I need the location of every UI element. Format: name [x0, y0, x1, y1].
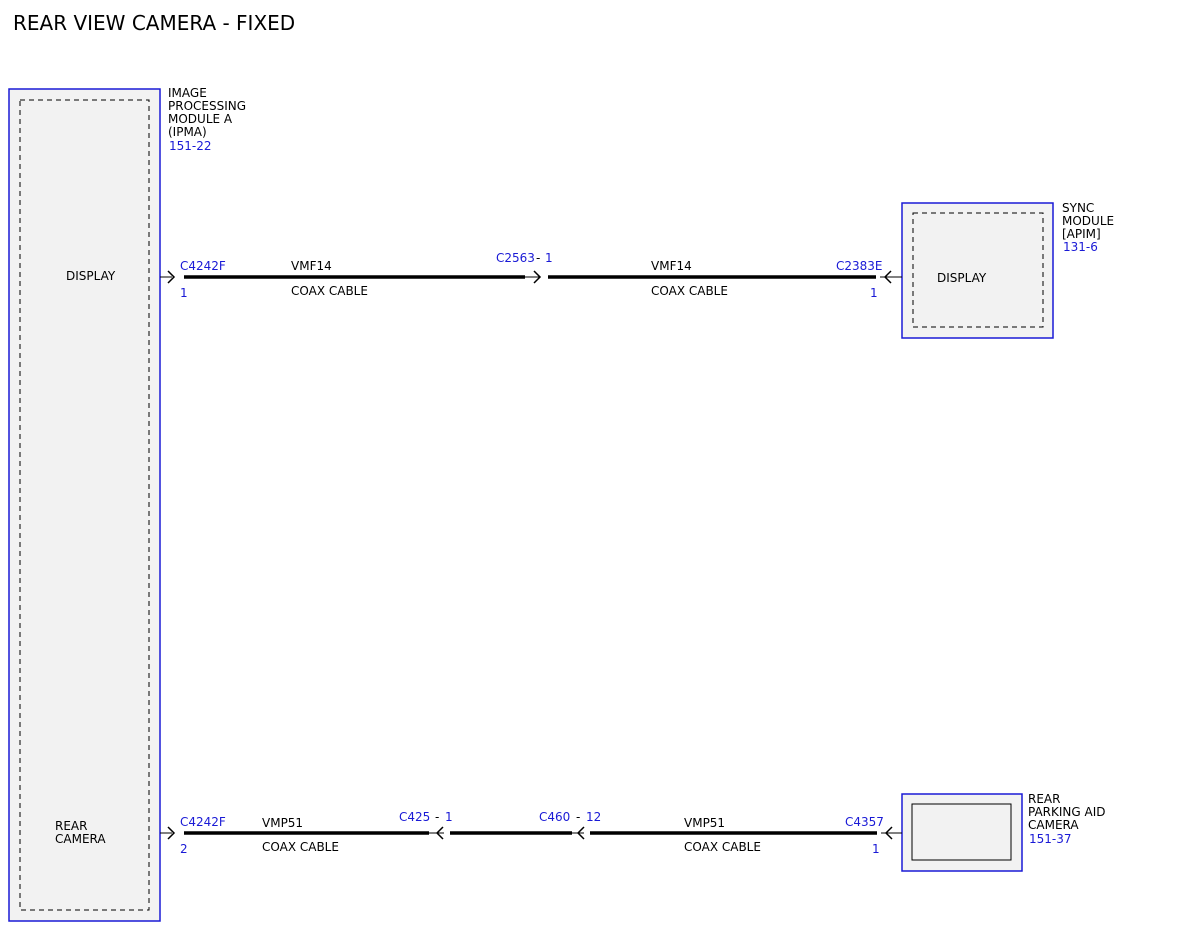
bottom-right-connector[interactable]: C4357	[845, 815, 884, 829]
bottom-mid2-sep: -	[576, 810, 580, 824]
bottom-seg1-circuit: VMP51	[262, 816, 303, 830]
connector-c2383e-symbol[interactable]	[883, 270, 892, 284]
sync-pin-display: DISPLAY	[937, 271, 987, 285]
top-right-pin: 1	[870, 286, 878, 300]
top-seg1-cable: COAX CABLE	[291, 284, 368, 298]
bottom-seg2-cable: COAX CABLE	[684, 840, 761, 854]
bottom-mid1-pin: 1	[445, 810, 453, 824]
connector-c4357-symbol[interactable]	[884, 826, 893, 840]
ipma-ref[interactable]: 151-22	[169, 139, 212, 153]
top-left-connector[interactable]: C4242F	[180, 259, 226, 273]
top-seg1-circuit: VMF14	[291, 259, 332, 273]
ipma-module[interactable]	[8, 88, 161, 922]
camera-name: REAR PARKING AID CAMERA	[1028, 792, 1109, 832]
top-seg2-cable: COAX CABLE	[651, 284, 728, 298]
ipma-pin-display: DISPLAY	[66, 269, 116, 283]
connector-c2563-symbol[interactable]	[533, 270, 542, 284]
bottom-mid1-sep: -	[435, 810, 439, 824]
top-mid-pin: 1	[545, 251, 553, 265]
bottom-seg1-cable: COAX CABLE	[262, 840, 339, 854]
sync-ref[interactable]: 131-6	[1063, 240, 1098, 254]
bottom-left-pin: 2	[180, 842, 188, 856]
bottom-seg2-circuit: VMP51	[684, 816, 725, 830]
connector-c460-symbol[interactable]	[576, 826, 585, 840]
sync-name: SYNC MODULE [APIM]	[1062, 201, 1118, 241]
top-left-pin: 1	[180, 286, 188, 300]
ipma-name: IMAGE PROCESSING MODULE A (IPMA)	[168, 86, 250, 139]
page-title: REAR VIEW CAMERA - FIXED	[13, 11, 295, 35]
bottom-mid1-connector[interactable]: C425	[399, 810, 430, 824]
bottom-right-pin: 1	[872, 842, 880, 856]
camera-module[interactable]	[901, 793, 1023, 872]
connector-c4242f-symbol[interactable]	[167, 270, 176, 284]
connector-c4242f-2-symbol[interactable]	[167, 826, 176, 840]
sync-module[interactable]	[901, 202, 1054, 339]
top-mid-connector[interactable]: C2563	[496, 251, 535, 265]
connector-c425-symbol[interactable]	[435, 826, 444, 840]
top-right-connector[interactable]: C2383E	[836, 259, 883, 273]
top-mid-sep: -	[536, 251, 540, 265]
bottom-left-connector[interactable]: C4242F	[180, 815, 226, 829]
top-seg2-circuit: VMF14	[651, 259, 692, 273]
ipma-pin-rear-camera: REAR CAMERA	[55, 819, 106, 846]
camera-ref[interactable]: 151-37	[1029, 832, 1072, 846]
bottom-mid2-pin: 12	[586, 810, 601, 824]
bottom-mid2-connector[interactable]: C460	[539, 810, 570, 824]
